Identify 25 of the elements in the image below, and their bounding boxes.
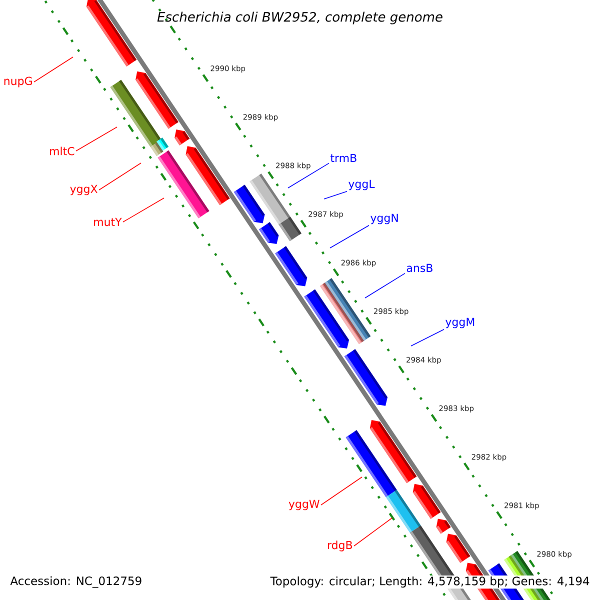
gene-label: yggN <box>370 214 398 224</box>
gene-label: mutY <box>94 218 122 226</box>
leader-line <box>288 162 330 188</box>
leader-line <box>34 56 74 82</box>
gene-label: ansB <box>406 264 432 272</box>
leader-line <box>410 328 444 346</box>
leader-line <box>364 272 406 298</box>
leader-line <box>324 190 348 200</box>
title: Escherichia coli BW2952, complete genome <box>157 12 442 24</box>
leader-line <box>354 518 392 546</box>
accession-text: Accession: NC_012759 <box>9 575 144 589</box>
gene-label: yggL <box>348 180 375 190</box>
leader-line <box>98 162 142 190</box>
leader-line <box>76 126 118 152</box>
gene-label: rdgB <box>328 540 352 552</box>
gene-label: trmB <box>330 154 356 162</box>
gene-label: mltC <box>50 146 74 156</box>
leader-line <box>320 476 362 506</box>
leader-line <box>122 198 164 222</box>
gene-label: yggX <box>70 184 98 196</box>
gene-label: yggW <box>288 500 320 510</box>
gene-label: nupG <box>4 76 32 88</box>
leader-line <box>330 224 370 248</box>
summary-text: Topology: circular; Length: 4,578,159 bp; Genes: 4,194 <box>269 575 591 589</box>
gene-label: yggM <box>446 318 474 328</box>
